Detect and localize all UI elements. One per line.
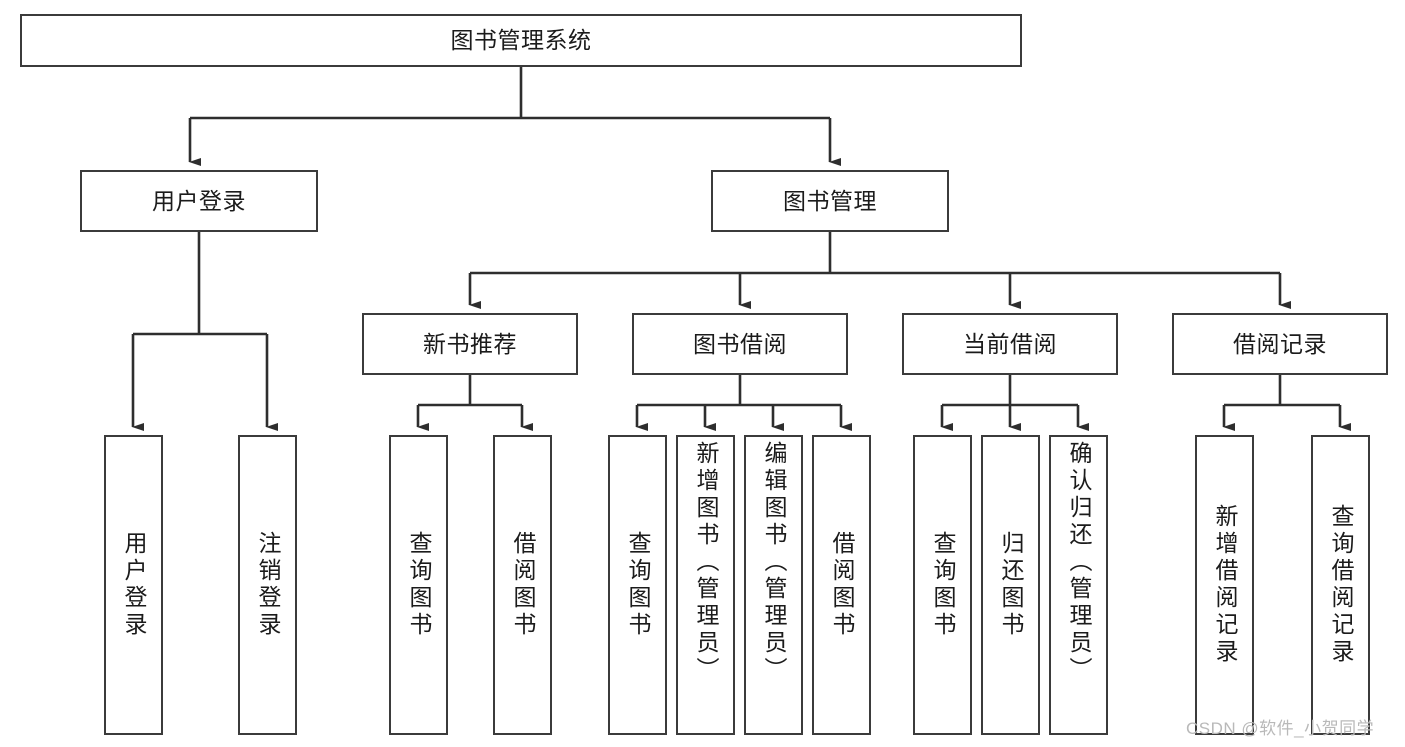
node-book-borrow[interactable]: 图书借阅 xyxy=(632,313,848,375)
node-label: 归还图书 xyxy=(998,531,1024,639)
node-label: 新书推荐 xyxy=(423,330,517,357)
node-label: 查询图书 xyxy=(930,531,956,639)
node-leaf-query-book-1[interactable]: 查询图书 xyxy=(389,435,448,735)
node-current-borrow[interactable]: 当前借阅 xyxy=(902,313,1118,375)
node-label: 图书管理系统 xyxy=(450,27,592,53)
node-label: 查询借阅记录 xyxy=(1328,504,1354,666)
node-leaf-borrow-book-1[interactable]: 借阅图书 xyxy=(493,435,552,735)
node-root-system[interactable]: 图书管理系统 xyxy=(20,14,1022,67)
node-leaf-query-book-3[interactable]: 查询图书 xyxy=(913,435,972,735)
node-label: 注销登录 xyxy=(255,531,281,639)
node-user-login[interactable]: 用户登录 xyxy=(80,170,318,232)
node-label: 新增借阅记录 xyxy=(1212,504,1238,666)
node-label: 当前借阅 xyxy=(963,330,1057,357)
node-book-manage[interactable]: 图书管理 xyxy=(711,170,949,232)
node-leaf-user-login[interactable]: 用户登录 xyxy=(104,435,163,735)
node-leaf-edit-book-admin[interactable]: 编辑图书（管理员） xyxy=(744,435,803,735)
node-leaf-add-book-admin[interactable]: 新增图书（管理员） xyxy=(676,435,735,735)
node-label: 用户登录 xyxy=(152,187,246,214)
node-label: 图书借阅 xyxy=(693,330,787,357)
watermark-text: CSDN @软件_小贺同学 xyxy=(1186,719,1375,738)
node-label: 借阅图书 xyxy=(829,531,855,639)
node-leaf-query-borrow-record[interactable]: 查询借阅记录 xyxy=(1311,435,1370,735)
node-leaf-logout-login[interactable]: 注销登录 xyxy=(238,435,297,735)
node-borrow-record[interactable]: 借阅记录 xyxy=(1172,313,1388,375)
node-label: 查询图书 xyxy=(406,531,432,639)
node-leaf-return-book[interactable]: 归还图书 xyxy=(981,435,1040,735)
node-new-book-recommend[interactable]: 新书推荐 xyxy=(362,313,578,375)
node-leaf-query-book-2[interactable]: 查询图书 xyxy=(608,435,667,735)
node-leaf-add-borrow-record[interactable]: 新增借阅记录 xyxy=(1195,435,1254,735)
node-label: 确认归还（管理员） xyxy=(1066,441,1092,684)
node-label: 图书管理 xyxy=(783,187,877,214)
node-label: 借阅记录 xyxy=(1233,330,1327,357)
node-leaf-confirm-return-admin[interactable]: 确认归还（管理员） xyxy=(1049,435,1108,735)
node-leaf-borrow-book-2[interactable]: 借阅图书 xyxy=(812,435,871,735)
node-label: 编辑图书（管理员） xyxy=(761,441,787,684)
node-label: 用户登录 xyxy=(121,531,147,639)
node-label: 新增图书（管理员） xyxy=(693,441,719,684)
node-label: 借阅图书 xyxy=(510,531,536,639)
node-label: 查询图书 xyxy=(625,531,651,639)
